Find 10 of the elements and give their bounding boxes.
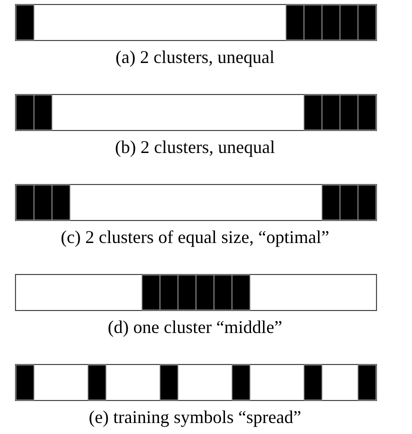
symbol-bar xyxy=(15,94,377,131)
caption: (c) 2 clusters of equal size, “optimal” xyxy=(60,227,330,247)
caption: (a) 2 clusters, unequal xyxy=(116,47,274,67)
caption: (d) one cluster “middle” xyxy=(108,317,282,337)
symbol-bar xyxy=(15,4,377,41)
caption: (e) training symbols “spread” xyxy=(88,407,302,427)
symbol-bar xyxy=(15,364,377,401)
symbol-bar xyxy=(15,184,377,221)
caption: (b) 2 clusters, unequal xyxy=(115,137,275,157)
symbol-bar xyxy=(15,274,377,311)
